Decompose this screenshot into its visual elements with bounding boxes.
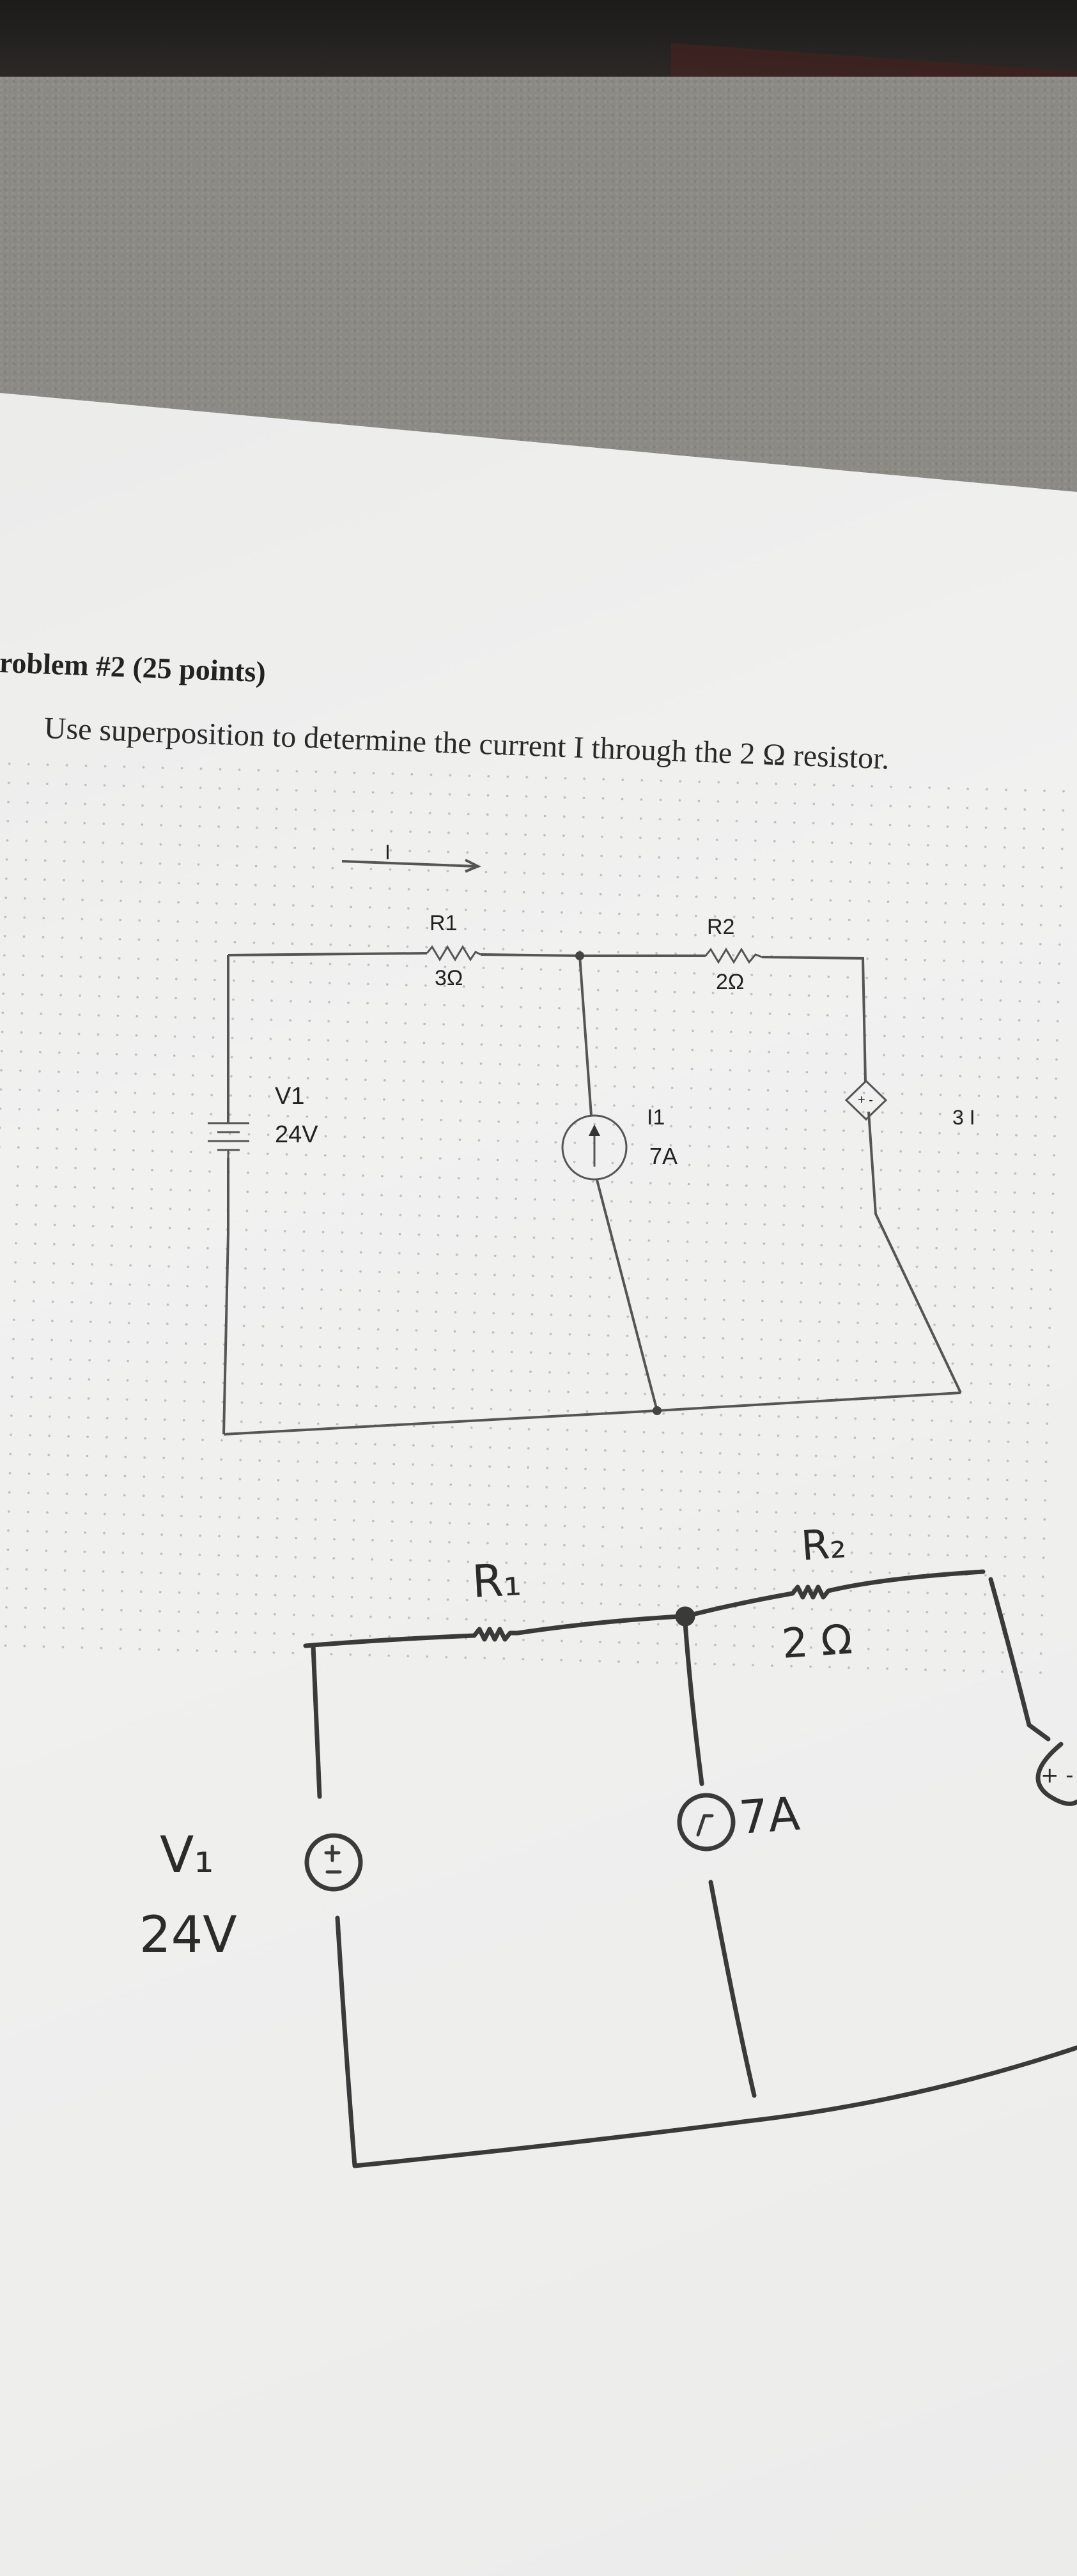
resistor-r1-symbol [426, 945, 481, 962]
hand-r2-value: 2 Ω [780, 1616, 854, 1667]
hand-wire-junction-r2 [683, 1591, 795, 1619]
hand-current-arrow [696, 1814, 714, 1837]
wire-right-bottom [867, 1111, 962, 1393]
v1-value-label: 24V [275, 1121, 318, 1148]
hand-current-value: 7A [737, 1787, 802, 1844]
hand-wire-middle-top [683, 1620, 704, 1786]
wire-middle-top [578, 955, 593, 1116]
hand-voltage-source-v1 [304, 1833, 363, 1892]
hand-v1-value: 24V [139, 1906, 237, 1964]
hand-v1-label: V₁ [160, 1827, 214, 1884]
wire-r1-right [480, 953, 706, 957]
dependent-source-symbol [844, 1079, 888, 1121]
hand-wire-middle-bottom [708, 1880, 757, 2098]
wire-left-bottom [222, 1158, 229, 1435]
wire-top-segment [228, 952, 428, 956]
r2-value-label: 2Ω [716, 970, 744, 994]
hand-drawn-circuit [303, 1569, 1077, 2168]
dependent-source-polarity: + - [858, 1093, 873, 1107]
wire-r2-right [761, 956, 867, 1082]
r1-value-label: 3Ω [435, 966, 463, 990]
current-source-i1-symbol [561, 1114, 628, 1181]
current-arrow [341, 859, 481, 873]
v1-name-label: V1 [275, 1083, 304, 1110]
hand-wire-right [988, 1577, 1032, 1728]
hand-current-source [677, 1793, 736, 1851]
hand-r1-label: R₁ [471, 1553, 523, 1608]
junction-dot [575, 951, 584, 960]
printed-schematic [208, 859, 962, 1436]
wire-middle-bottom [596, 1179, 658, 1411]
i1-value-label: 7A [649, 1143, 678, 1169]
current-label-i: I [385, 841, 391, 864]
resistor-r2-symbol [704, 947, 763, 964]
i1-name-label: I1 [647, 1105, 665, 1130]
hand-dep-polarity: + - [1041, 1763, 1074, 1788]
battery-v1-symbol [208, 1122, 249, 1158]
hand-resistor-r1 [472, 1614, 683, 1642]
dependent-source-label: 3 I [952, 1106, 975, 1129]
hand-r2-label: R₂ [800, 1520, 848, 1570]
background-carpet [0, 77, 1077, 537]
wire-bottom [223, 1392, 961, 1436]
hand-wire-top-left [303, 1633, 477, 1648]
hand-resistor-r2 [790, 1569, 986, 1600]
hand-wire-left [311, 1643, 322, 1799]
hand-wire-dep-top [1027, 1722, 1051, 1742]
hand-wire-left-lower [335, 1915, 357, 2168]
hand-v1-polarity [324, 1844, 342, 1874]
r2-name-label: R2 [707, 915, 734, 939]
r1-name-label: R1 [430, 911, 457, 935]
junction-dot [653, 1406, 662, 1415]
hand-dependent-source [1035, 1742, 1077, 1806]
hand-wire-bottom [352, 2045, 1077, 2168]
